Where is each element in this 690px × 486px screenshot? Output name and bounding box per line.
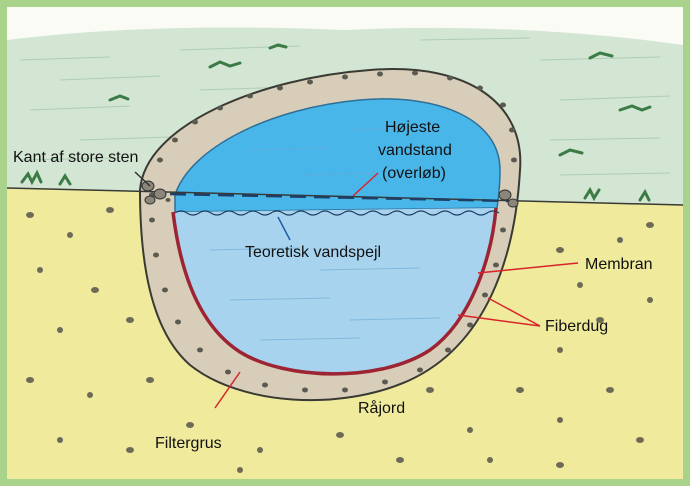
label-fiberdug: Fiberdug bbox=[545, 318, 608, 335]
label-hojeste-3: (overløb) bbox=[382, 165, 446, 182]
label-membran: Membran bbox=[585, 256, 653, 273]
label-kant: Kant af store sten bbox=[13, 149, 138, 166]
label-teoretisk: Teoretisk vandspejl bbox=[245, 244, 381, 261]
label-hojeste-1: Højeste bbox=[385, 119, 440, 136]
label-filtergrus: Filtergrus bbox=[155, 435, 222, 452]
label-hojeste-2: vandstand bbox=[378, 142, 452, 159]
label-rajord: Råjord bbox=[358, 399, 405, 417]
